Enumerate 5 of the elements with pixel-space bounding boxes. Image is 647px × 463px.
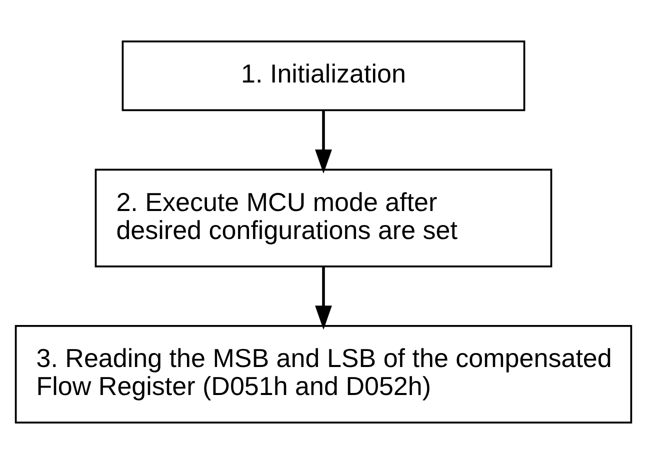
node-box: 1. Initialization — [122, 40, 526, 111]
node-box: 3. Reading the MSB and LSB of the compensated Flow Register (D051h and D052h) — [14, 324, 632, 423]
node-box: 2. Execute MCU mode after desired configurations are set — [94, 168, 552, 267]
arrow — [315, 110, 332, 174]
arrow — [315, 266, 332, 330]
